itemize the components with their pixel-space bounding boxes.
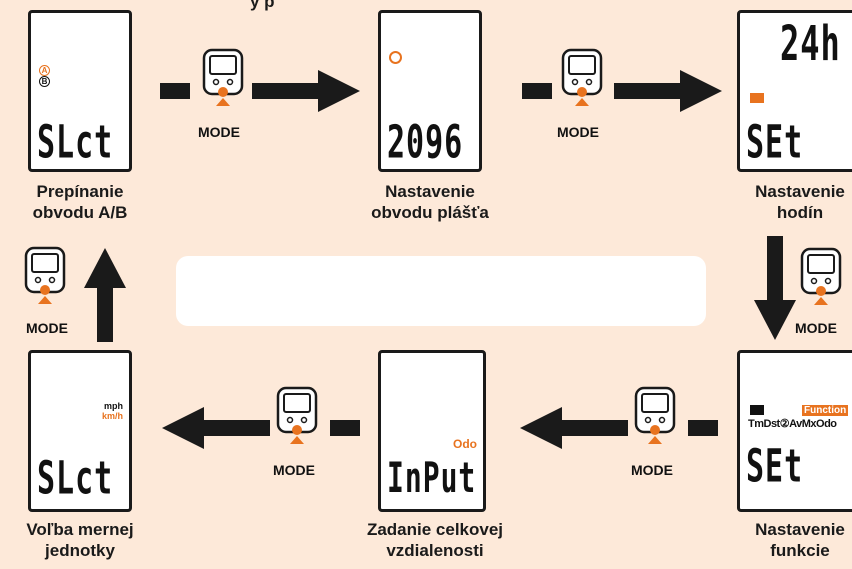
device-mode-icon xyxy=(800,247,842,305)
screen-ab-select: A B SLct xyxy=(28,10,132,172)
mode-label: MODE xyxy=(273,462,315,478)
device-mode-icon xyxy=(561,48,603,106)
wheel-icon xyxy=(389,51,402,64)
device-mode-icon xyxy=(276,386,318,444)
display-text-ab: SLct xyxy=(37,117,114,170)
mode-label: MODE xyxy=(795,320,837,336)
display-text-odometer: InPut xyxy=(387,453,477,503)
clock-mode-text: 24h xyxy=(780,15,841,72)
display-text-unit: SLct xyxy=(37,453,114,506)
arrow-odometer-to-unit xyxy=(162,407,360,449)
odo-label: Odo xyxy=(453,437,477,451)
unit-kmh: km/h xyxy=(101,411,123,421)
info-panel xyxy=(176,256,706,326)
screen-odometer: Odo InPut xyxy=(378,350,486,512)
mode-label: MODE xyxy=(26,320,68,336)
function-badge: Function xyxy=(802,405,849,416)
title-fragment: y p xyxy=(250,0,275,11)
screen-clock: 24h SEt xyxy=(737,10,852,172)
badge-a: A xyxy=(39,65,50,76)
arrow-ab-to-circumference xyxy=(160,70,360,112)
arrow-clock-to-function xyxy=(754,236,796,340)
screen-unit: mph km/h SLct xyxy=(28,350,132,512)
clock-icon xyxy=(750,93,764,103)
function-row: TmDst②AvMxOdo xyxy=(748,418,837,430)
device-mode-icon xyxy=(202,48,244,106)
screen-circumference: 2096 xyxy=(378,10,482,172)
display-text-clock: SEt xyxy=(746,117,804,170)
display-text-function: SEt xyxy=(746,441,804,494)
mode-label: MODE xyxy=(198,124,240,140)
device-mode-icon xyxy=(634,386,676,444)
mode-label: MODE xyxy=(557,124,599,140)
arrow-circumference-to-clock xyxy=(522,70,722,112)
clock-icon xyxy=(750,405,764,415)
arrow-unit-to-ab xyxy=(84,248,126,342)
arrow-function-to-odometer xyxy=(520,407,718,449)
screen-function: Function TmDst②AvMxOdo SEt xyxy=(737,350,852,512)
device-mode-icon xyxy=(24,246,66,304)
mode-label: MODE xyxy=(631,462,673,478)
badge-b: B xyxy=(39,76,50,87)
unit-mph: mph xyxy=(104,401,123,411)
display-text-circumference: 2096 xyxy=(387,117,464,170)
